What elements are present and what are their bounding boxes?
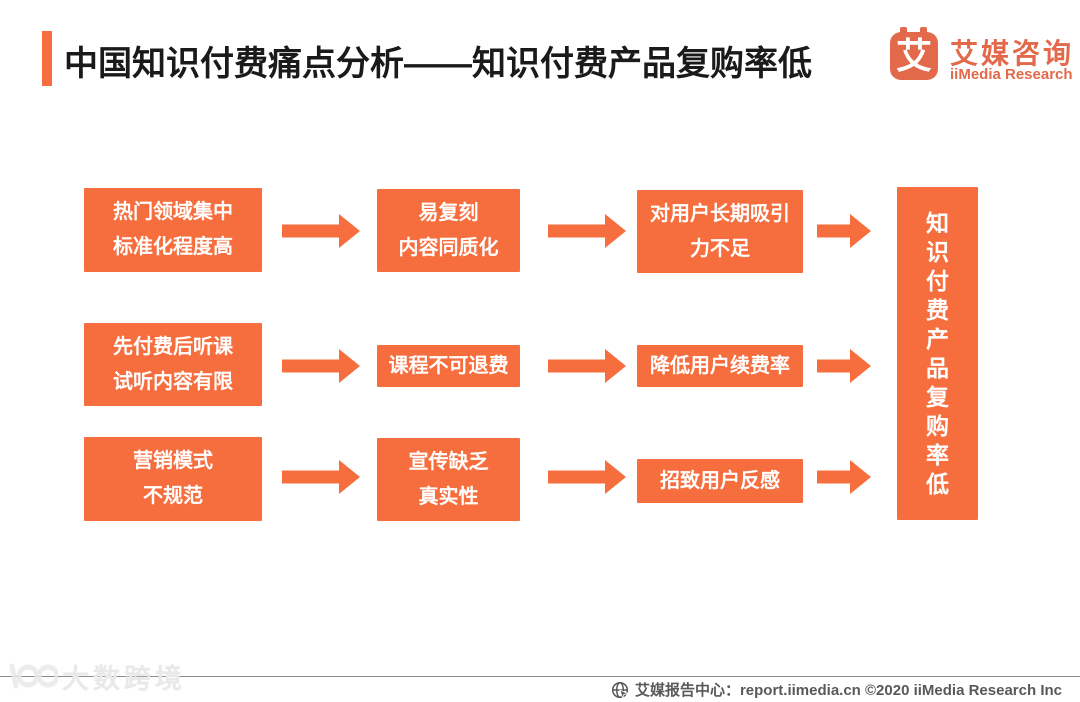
title-accent-bar	[42, 31, 52, 86]
box-line: 力不足	[690, 237, 750, 260]
flow-arrow-icon	[817, 214, 871, 248]
box-line: 标准化程度高	[113, 236, 233, 258]
logo-name-en: iiMedia Research	[950, 66, 1073, 83]
footer: 艾媒报告中心：report.iimedia.cn ©2020 iiMedia R…	[611, 679, 1062, 700]
pain-point-box-r3-c3: 招致用户反感	[637, 459, 803, 503]
pain-point-box-r2-c3: 降低用户续费率	[637, 345, 803, 387]
box-line: 对用户长期吸引	[650, 202, 790, 225]
logo-name-cn: 艾媒咨询	[950, 38, 1075, 69]
box-line: 招致用户反感	[660, 469, 780, 492]
flow-arrow-icon	[548, 460, 626, 494]
iimedia-logo: 艾 艾媒咨询 iiMedia Research	[890, 26, 1073, 88]
globe-cursor-icon	[611, 681, 629, 699]
box-line: 课程不可退费	[388, 354, 509, 377]
box-line: 热门领域集中	[113, 201, 233, 223]
pain-point-box-r1-c1: 热门领域集中 标准化程度高	[84, 188, 262, 272]
flow-arrow-icon	[282, 349, 360, 383]
flow-arrow-icon	[548, 349, 626, 383]
flow-arrow-icon	[548, 214, 626, 248]
box-line: 试听内容有限	[113, 370, 233, 393]
logo-nub-icon	[900, 27, 907, 35]
box-line: 内容同质化	[398, 236, 499, 259]
logo-icon: 艾	[890, 32, 938, 80]
result-box: 知识付费产品复购率低	[897, 187, 978, 520]
pain-point-box-r2-c2: 课程不可退费	[377, 345, 520, 387]
page-title: 中国知识付费痛点分析——知识付费产品复购率低	[64, 45, 812, 83]
footer-text: 艾媒报告中心：report.iimedia.cn ©2020 iiMedia R…	[634, 682, 1062, 699]
result-text: 知识付费产品复购率低	[926, 209, 949, 497]
box-line: 易复刻	[418, 201, 479, 224]
box-line: 先付费后听课	[113, 335, 233, 358]
pain-point-box-r2-c1: 先付费后听课 试听内容有限	[84, 323, 262, 406]
flow-arrow-icon	[817, 460, 871, 494]
footer-divider	[0, 676, 1080, 677]
pain-point-box-r3-c1: 营销模式 不规范	[84, 437, 262, 521]
pain-point-box-r3-c2: 宣传缺乏 真实性	[377, 438, 520, 521]
watermark-text: 大数跨境	[62, 663, 186, 694]
pain-point-box-r1-c2: 易复刻 内容同质化	[377, 189, 520, 272]
logo-nub-icon	[920, 27, 927, 35]
box-line: 降低用户续费率	[650, 354, 790, 377]
box-line: 宣传缺乏	[408, 450, 489, 473]
watermark-logo-icon	[9, 663, 58, 689]
logo-glyph: 艾	[895, 35, 932, 76]
pain-point-box-r1-c3: 对用户长期吸引 力不足	[637, 190, 803, 273]
box-line: 不规范	[143, 485, 203, 507]
flow-arrow-icon	[817, 349, 871, 383]
watermark: 大数跨境	[6, 656, 186, 696]
box-line: 营销模式	[133, 450, 213, 472]
flow-arrow-icon	[282, 460, 360, 494]
box-line: 真实性	[418, 485, 479, 508]
flow-arrow-icon	[282, 214, 360, 248]
